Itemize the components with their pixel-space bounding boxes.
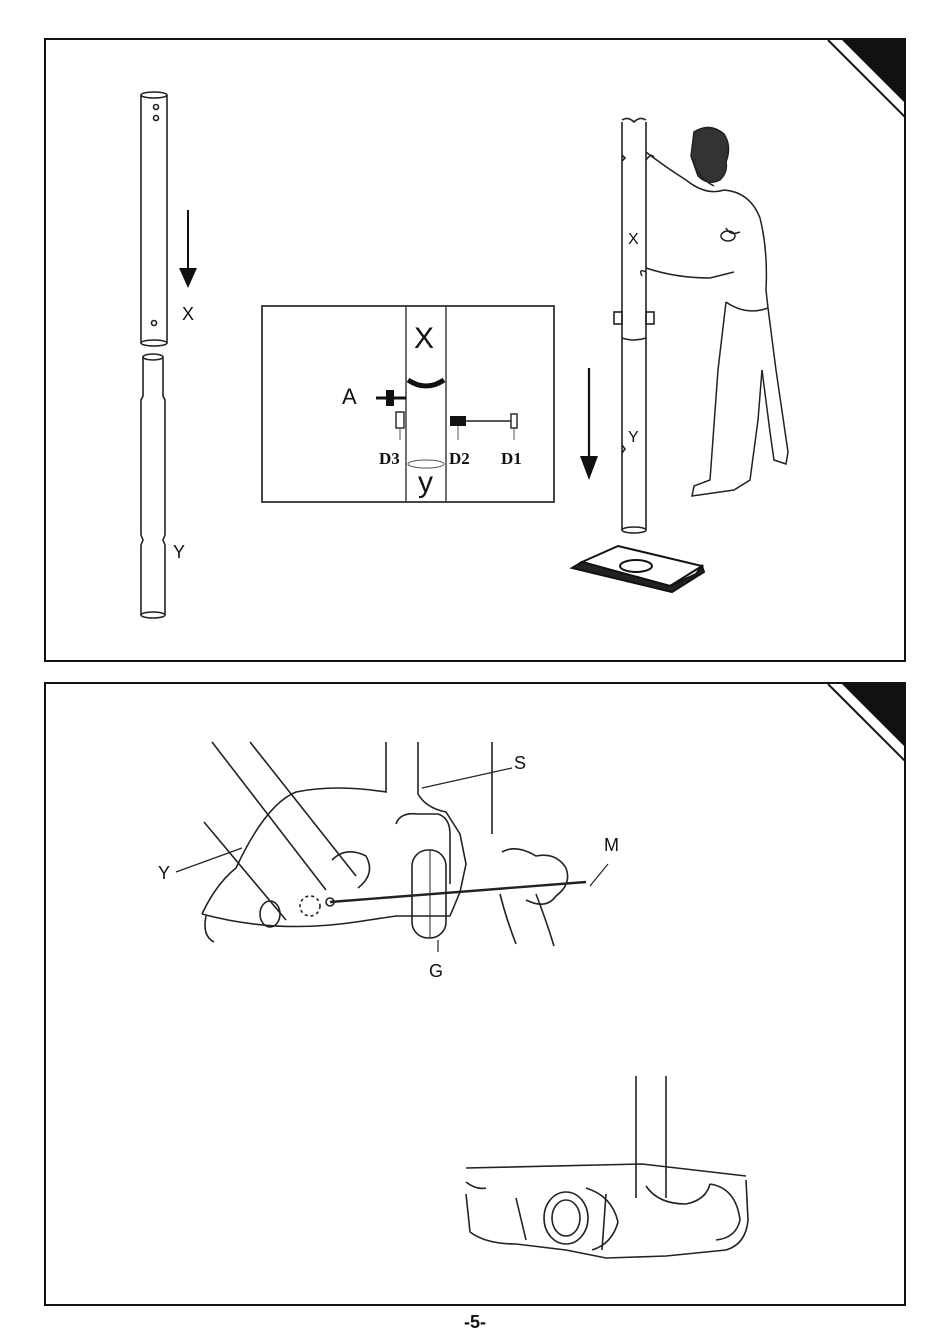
assembled-pole [614, 118, 654, 533]
detail-x-label: X [414, 324, 434, 354]
arrow-down-icon [580, 368, 598, 480]
assembly-step-2-panel: Y S M G [44, 682, 906, 1306]
bracket-s-label: S [514, 754, 526, 772]
tube-x-label: X [182, 305, 194, 323]
step-1-illustration [46, 40, 906, 662]
tube-y-label: Y [173, 543, 185, 561]
base-plate [572, 546, 704, 592]
tube-y-loose [141, 354, 165, 618]
assembled-y-label: Y [628, 430, 639, 446]
pole-y-label: Y [158, 864, 170, 882]
part-d2-label: D2 [449, 450, 470, 467]
arrow-down-icon [179, 210, 197, 288]
part-d1-label: D1 [501, 450, 522, 467]
part-d3-label: D3 [379, 450, 400, 467]
tube-x-loose [141, 92, 167, 346]
pin-insertion-detail [202, 742, 586, 946]
page-number: -5- [0, 1312, 950, 1333]
pin-m-label: M [604, 836, 619, 854]
assembled-x-label: X [628, 232, 639, 248]
step-2-illustration [46, 684, 906, 1306]
person-figure [641, 127, 788, 496]
wheel-g-label: G [429, 962, 443, 980]
detail-y-label: y [418, 468, 433, 498]
connection-detail-box [262, 306, 554, 502]
corner-tab-marker [842, 684, 906, 750]
assembly-step-1-panel: X Y X y A D3 D2 D1 X Y [44, 38, 906, 662]
corner-tab-marker [842, 40, 906, 106]
label-leader-lines [176, 768, 608, 952]
pole-seated-detail [466, 1076, 748, 1258]
bolt-a-label: A [342, 386, 357, 408]
